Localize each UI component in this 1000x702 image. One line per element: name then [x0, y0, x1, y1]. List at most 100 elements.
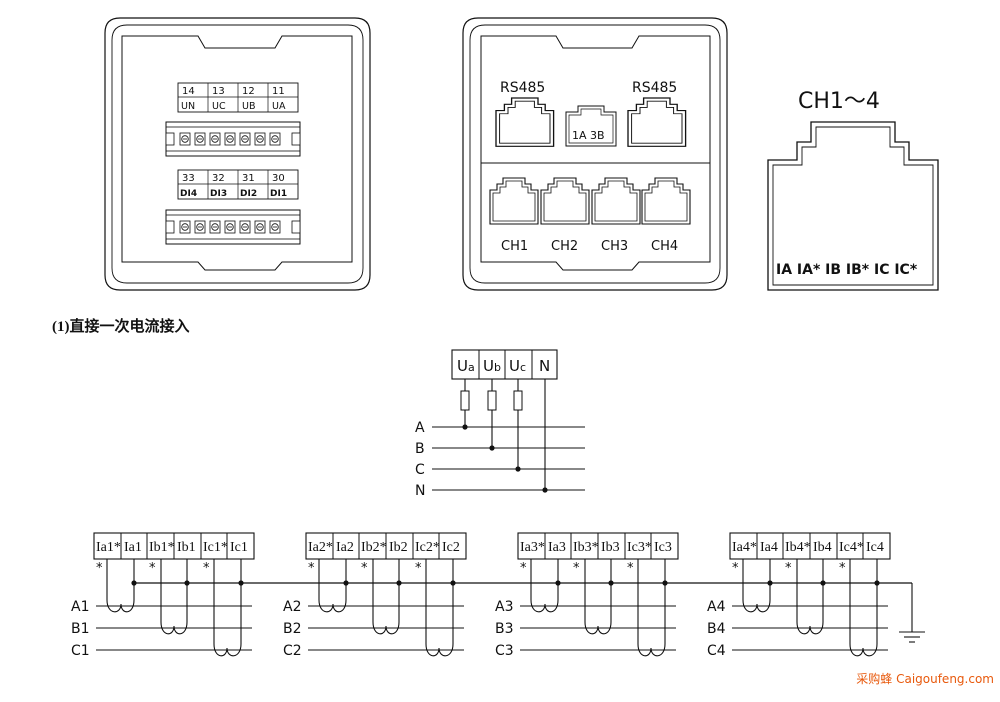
terminal-number: 12	[242, 86, 255, 97]
terminal-label: DI2	[240, 189, 257, 199]
voltage-terminal-ub: Ub	[483, 357, 501, 375]
current-terminal: Ia3*	[520, 540, 545, 555]
terminal-number: 32	[212, 173, 225, 184]
rear-panel-right: RS485 RS485 1A 3B CH1 CH2 CH3 CH4	[462, 17, 728, 291]
ct-port-ch4	[641, 177, 691, 225]
channel-label: CH4	[651, 239, 678, 254]
terminal-label: DI4	[180, 189, 197, 199]
ct-port-ch3	[591, 177, 641, 225]
current-terminal: Ib3*	[573, 540, 599, 555]
current-channel-4: Ia4* Ia4 Ib4* Ib4 Ic4* Ic4 * * * A4	[707, 532, 891, 659]
current-terminal: Ib3	[601, 540, 620, 555]
terminal-label: UN	[181, 101, 195, 112]
line-label: B4	[707, 621, 726, 637]
line-label: B1	[71, 621, 90, 637]
connector-title: CH1～4	[798, 89, 880, 114]
connector-pins: IA IA* IB IB* IC IC*	[776, 262, 918, 278]
line-label: B2	[283, 621, 302, 637]
current-terminal: Ic4	[866, 540, 884, 555]
voltage-wiring: Ua Ub Uc N A B C N	[415, 349, 585, 499]
line-label: C1	[71, 643, 90, 659]
terminal-label: DI3	[210, 189, 227, 199]
line-label: A4	[707, 599, 726, 615]
voltage-terminal-n: N	[539, 357, 550, 375]
terminal-number: 11	[272, 86, 285, 97]
power-port-label: 1A 3B	[572, 129, 605, 142]
fuse-c	[513, 390, 523, 411]
current-terminal: Ic2*	[415, 540, 440, 555]
terminal-label: UA	[272, 101, 286, 112]
terminal-label: DI1	[270, 189, 287, 199]
fuse-a	[460, 390, 470, 411]
current-terminal: Ib1*	[149, 540, 175, 555]
terminal-label: UC	[212, 101, 226, 112]
polarity-mark: *	[839, 561, 846, 576]
current-terminal: Ia4	[760, 540, 778, 555]
current-terminal: Ia1	[124, 540, 142, 555]
phase-label: B	[415, 441, 425, 457]
polarity-mark: *	[627, 561, 634, 576]
current-terminal: Ic1*	[203, 540, 228, 555]
phase-label: A	[415, 420, 425, 436]
current-terminal: Ic2	[442, 540, 460, 555]
terminal-block-digital-input	[165, 209, 301, 245]
current-terminal: Ic3*	[627, 540, 652, 555]
section-title: (1)直接一次电流接入	[52, 317, 190, 335]
terminal-number: 14	[182, 86, 195, 97]
terminal-number: 13	[212, 86, 225, 97]
rs485-port-left	[495, 97, 555, 147]
channel-label: CH2	[551, 239, 578, 254]
current-terminal: Ia2	[336, 540, 354, 555]
ct-port-ch2	[540, 177, 590, 225]
watermark: 采购蜂 Caigoufeng.com	[856, 671, 994, 686]
current-terminal: Ic1	[230, 540, 248, 555]
current-terminal: Ib2*	[361, 540, 387, 555]
connector-detail: CH1～4 IA IA* IB IB* IC IC*	[767, 89, 939, 291]
rs485-label-left: RS485	[500, 80, 545, 96]
line-label: C3	[495, 643, 514, 659]
rs485-port-right	[627, 97, 687, 147]
current-terminal: Ia3	[548, 540, 566, 555]
current-terminal: Ia4*	[732, 540, 757, 555]
line-label: B3	[495, 621, 514, 637]
terminal-number: 30	[272, 173, 285, 184]
terminal-block-voltage	[165, 121, 301, 157]
fuse-b	[487, 390, 497, 411]
current-terminal: Ib1	[177, 540, 196, 555]
polarity-mark: *	[520, 561, 527, 576]
polarity-mark: *	[149, 561, 156, 576]
channel-label: CH1	[501, 239, 528, 254]
line-label: A3	[495, 599, 513, 615]
voltage-terminal-ua: Ua	[457, 357, 475, 375]
power-port: 1A 3B	[565, 105, 617, 147]
current-terminal: Ic3	[654, 540, 672, 555]
current-wiring: Ia1* Ia1 Ib1* Ib1 Ic1* Ic1 * * * A1	[71, 532, 925, 659]
rear-panel-left: 14 13 12 11 UN UC UB UA 33 32 31 30 DI4 …	[104, 17, 371, 291]
ct-port-ch1	[489, 177, 539, 225]
line-label: C4	[707, 643, 726, 659]
current-terminal: Ia1*	[96, 540, 121, 555]
line-label: A2	[283, 599, 301, 615]
current-terminal: Ia2*	[308, 540, 333, 555]
line-label: C2	[283, 643, 302, 659]
rs485-label-right: RS485	[632, 80, 677, 96]
polarity-mark: *	[203, 561, 210, 576]
voltage-terminal-uc: Uc	[509, 357, 526, 375]
polarity-mark: *	[573, 561, 580, 576]
current-channel-2: Ia2* Ia2 Ib2* Ib2 Ic2* Ic2 * * * A2	[283, 532, 467, 659]
current-terminal: Ib4	[813, 540, 832, 555]
polarity-mark: *	[361, 561, 368, 576]
terminal-number: 33	[182, 173, 195, 184]
current-channel-1: Ia1* Ia1 Ib1* Ib1 Ic1* Ic1 * * * A1	[71, 532, 255, 659]
current-channel-3: Ia3* Ia3 Ib3* Ib3 Ic3* Ic3 * * * A3	[495, 532, 679, 659]
polarity-mark: *	[96, 561, 103, 576]
phase-label: N	[415, 483, 425, 499]
terminal-label: UB	[242, 101, 255, 112]
ground-symbol	[899, 631, 925, 643]
polarity-mark: *	[415, 561, 422, 576]
current-terminal: Ib2	[389, 540, 408, 555]
terminal-number: 31	[242, 173, 255, 184]
current-terminal: Ic4*	[839, 540, 864, 555]
line-label: A1	[71, 599, 89, 615]
